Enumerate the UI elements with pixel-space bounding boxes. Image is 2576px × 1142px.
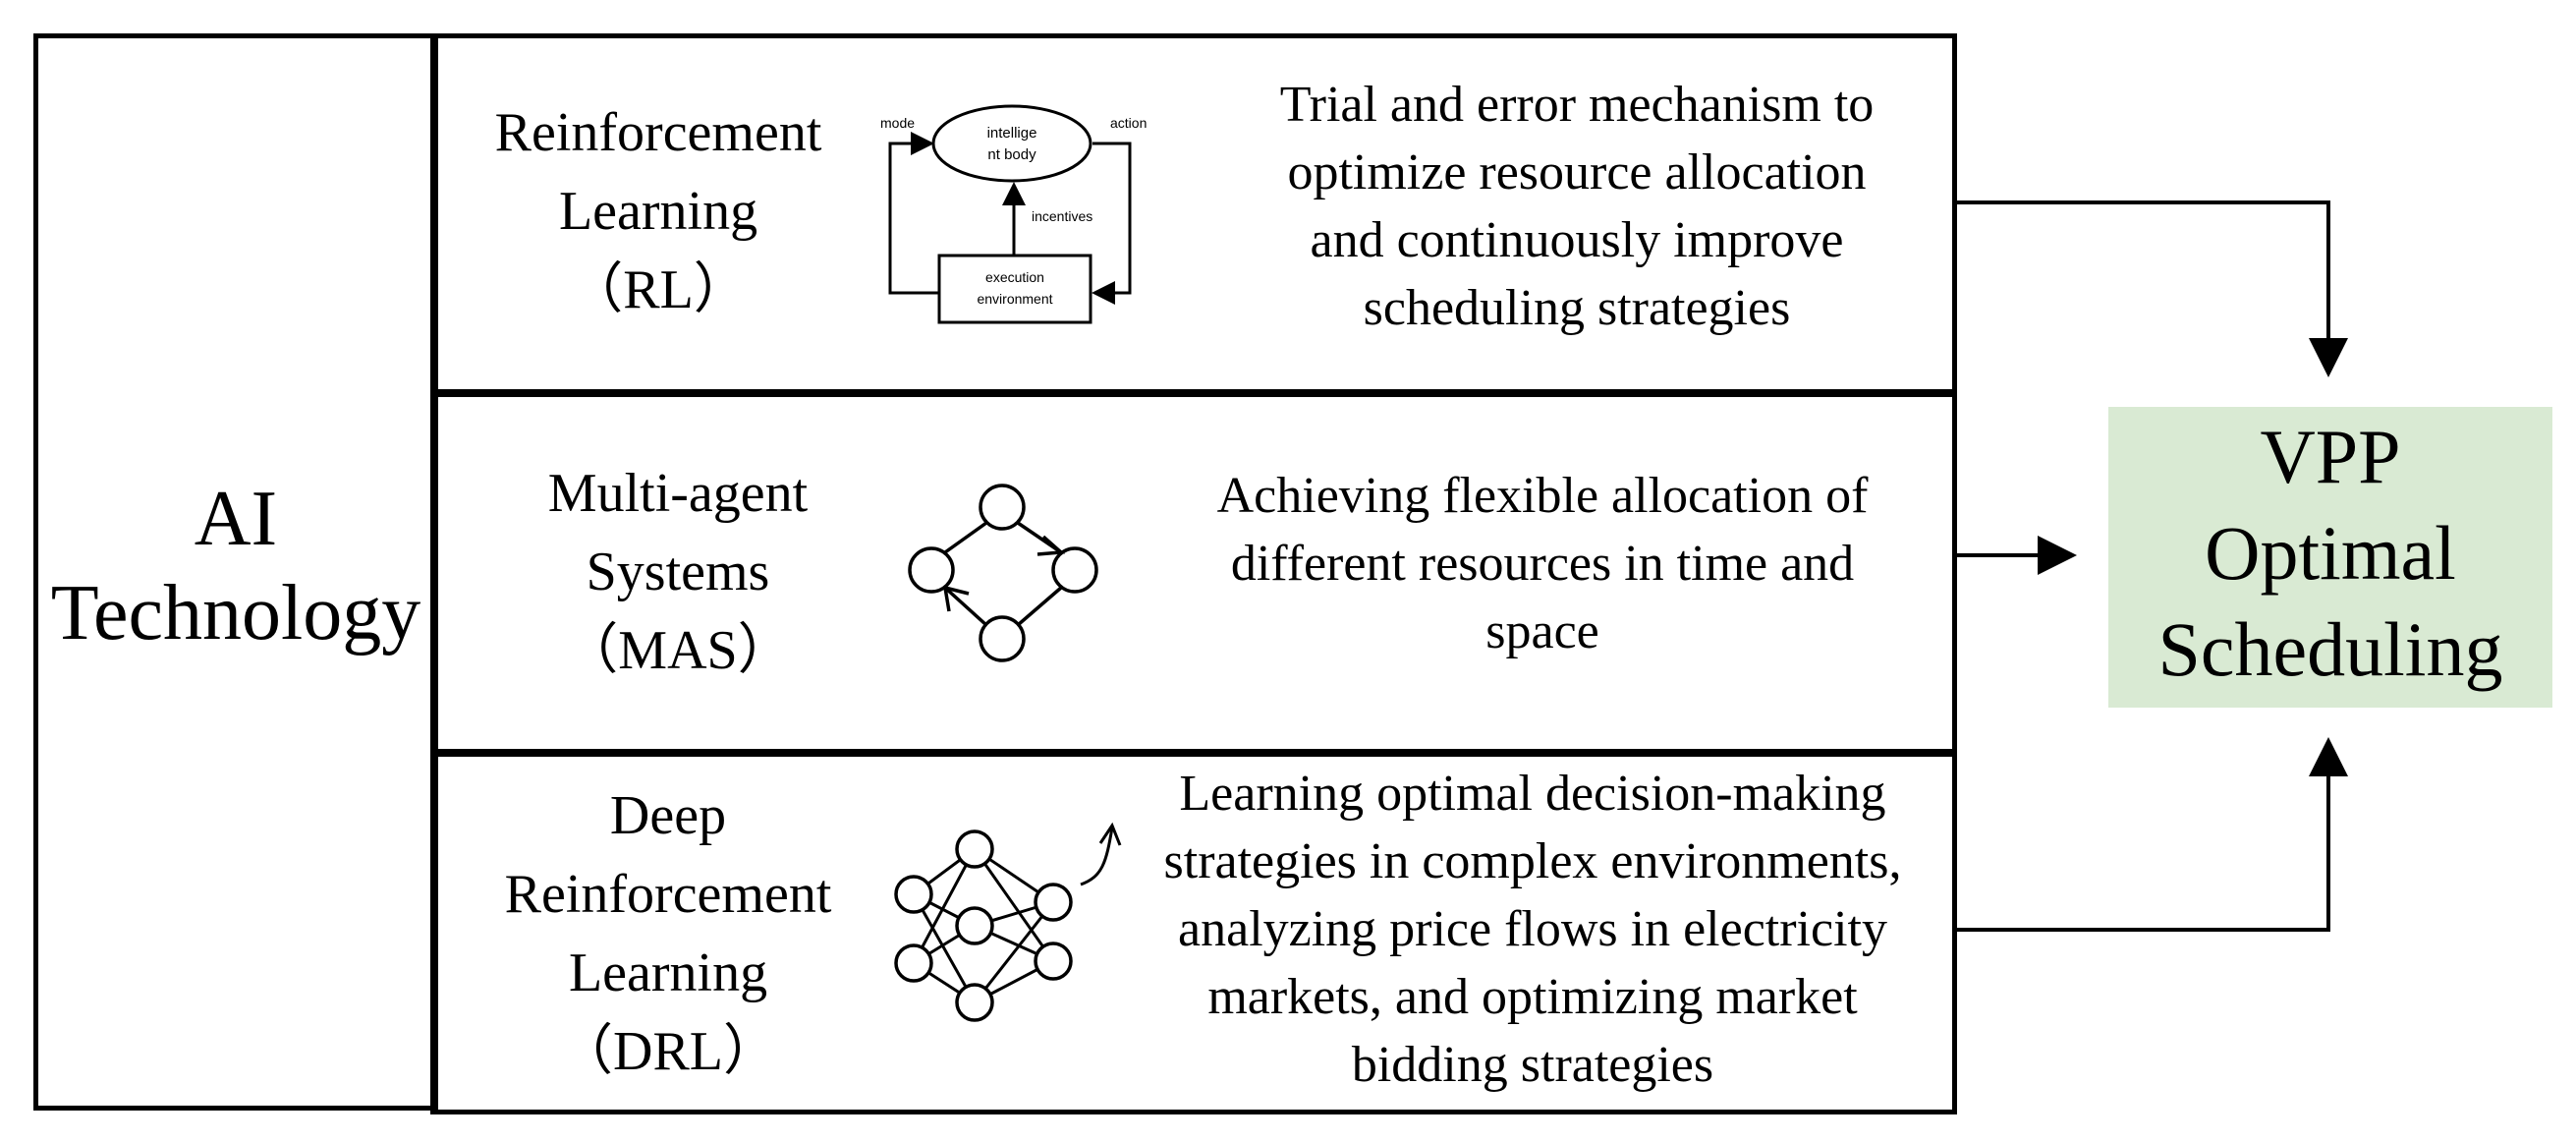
drl-description: Learning optimal decision-making strateg… bbox=[1110, 760, 1955, 1099]
rl-name: Reinforcement Learning （RL） bbox=[452, 93, 865, 329]
mas-description: Achieving flexible allocation of differe… bbox=[1159, 462, 1926, 665]
mas-name: Multi-agent Systems （MAS） bbox=[472, 454, 884, 690]
ai-technology-box bbox=[33, 33, 438, 1111]
rl-loop-icon: intellige nt body execution environment … bbox=[880, 104, 1147, 324]
action-arrow bbox=[1092, 142, 1132, 305]
rl-to-vpp-arrow bbox=[1955, 200, 2348, 377]
nn-hidden-node-3 bbox=[955, 983, 994, 1022]
mas-name-line-3: （MAS） bbox=[563, 620, 793, 681]
environment-label-1: execution bbox=[985, 269, 1044, 285]
drl-desc-line-3: analyzing price flows in electricity bbox=[1178, 901, 1887, 957]
rl-desc-line-2: optimize resource allocation bbox=[1287, 144, 1867, 200]
drl-desc-line-1: Learning optimal decision-making bbox=[1179, 766, 1886, 822]
drl-name-line-3: Learning bbox=[568, 942, 768, 1003]
mas-desc-line-3: space bbox=[1485, 603, 1599, 659]
agent-node-left bbox=[908, 546, 955, 594]
agent-node-top bbox=[979, 484, 1026, 531]
vpp-scheduling-label: VPP Optimal Scheduling bbox=[2108, 409, 2552, 698]
rl-desc-line-4: scheduling strategies bbox=[1363, 280, 1791, 336]
ai-label-line-1: AI bbox=[194, 476, 278, 562]
rl-description: Trial and error mechanism to optimize re… bbox=[1208, 71, 1945, 342]
nn-hidden-node-1 bbox=[955, 829, 994, 869]
mas-desc-line-2: different resources in time and bbox=[1230, 536, 1855, 592]
output-arrow bbox=[1080, 827, 1114, 886]
drl-desc-line-5: bidding strategies bbox=[1351, 1037, 1714, 1093]
incentives-label: incentives bbox=[1032, 208, 1092, 224]
vpp-scheduling-box bbox=[2108, 407, 2552, 708]
drl-name-line-2: Reinforcement bbox=[504, 864, 832, 925]
drl-name-line-1: Deep bbox=[609, 785, 727, 846]
arrowhead-top-right bbox=[1036, 535, 1066, 556]
mas-name-line-1: Multi-agent bbox=[547, 463, 809, 524]
drl-name: Deep Reinforcement Learning （DRL） bbox=[462, 776, 874, 1091]
mode-label: mode bbox=[880, 115, 915, 131]
arrowhead-bottom-left bbox=[943, 586, 970, 612]
vpp-label-line-2: Optimal bbox=[2205, 510, 2456, 596]
nn-input-node-2 bbox=[894, 943, 933, 983]
rl-name-line-1: Reinforcement bbox=[494, 102, 822, 163]
agent-label-1: intellige bbox=[987, 125, 1037, 142]
mas-name-line-2: Systems bbox=[586, 542, 770, 602]
vpp-label-line-3: Scheduling bbox=[2157, 606, 2503, 692]
rl-desc-line-1: Trial and error mechanism to bbox=[1279, 77, 1875, 133]
agent-label-2: nt body bbox=[987, 146, 1036, 163]
mas-row-box bbox=[430, 389, 1957, 757]
nn-output-node-1 bbox=[1034, 883, 1073, 922]
nn-output-node-2 bbox=[1034, 942, 1073, 981]
nn-hidden-node-2 bbox=[955, 906, 994, 945]
rl-row-box bbox=[430, 33, 1957, 397]
edge-left-top bbox=[943, 521, 988, 554]
drl-name-line-4: （DRL） bbox=[558, 1021, 778, 1082]
multi-agent-cycle-icon bbox=[908, 484, 1098, 662]
edge-bottom-left bbox=[943, 586, 988, 627]
output-arrowhead bbox=[1098, 822, 1122, 846]
agent-node-bottom bbox=[979, 615, 1026, 662]
vpp-label-line-1: VPP bbox=[2260, 414, 2401, 499]
ai-technology-label: AI Technology bbox=[33, 472, 438, 660]
mode-arrow bbox=[888, 132, 939, 295]
neural-network-icon bbox=[894, 822, 1122, 1022]
drl-desc-line-2: strategies in complex environments, bbox=[1163, 833, 1902, 889]
edge-right-bottom bbox=[1016, 586, 1063, 627]
nn-input-node-1 bbox=[894, 875, 933, 914]
rl-name-line-2: Learning bbox=[558, 181, 758, 242]
action-label: action bbox=[1110, 115, 1147, 131]
rl-desc-line-3: and continuously improve bbox=[1310, 212, 1844, 268]
environment-rect bbox=[937, 254, 1092, 324]
agent-node-right bbox=[1051, 546, 1098, 594]
ai-label-line-2: Technology bbox=[50, 570, 421, 657]
drl-to-vpp-arrow bbox=[1955, 737, 2348, 932]
mas-desc-line-1: Achieving flexible allocation of bbox=[1216, 468, 1869, 524]
drl-row-box bbox=[430, 749, 1957, 1114]
rl-name-line-3: （RL） bbox=[568, 259, 749, 320]
environment-label-2: environment bbox=[977, 291, 1052, 307]
drl-desc-line-4: markets, and optimizing market bbox=[1207, 969, 1858, 1025]
